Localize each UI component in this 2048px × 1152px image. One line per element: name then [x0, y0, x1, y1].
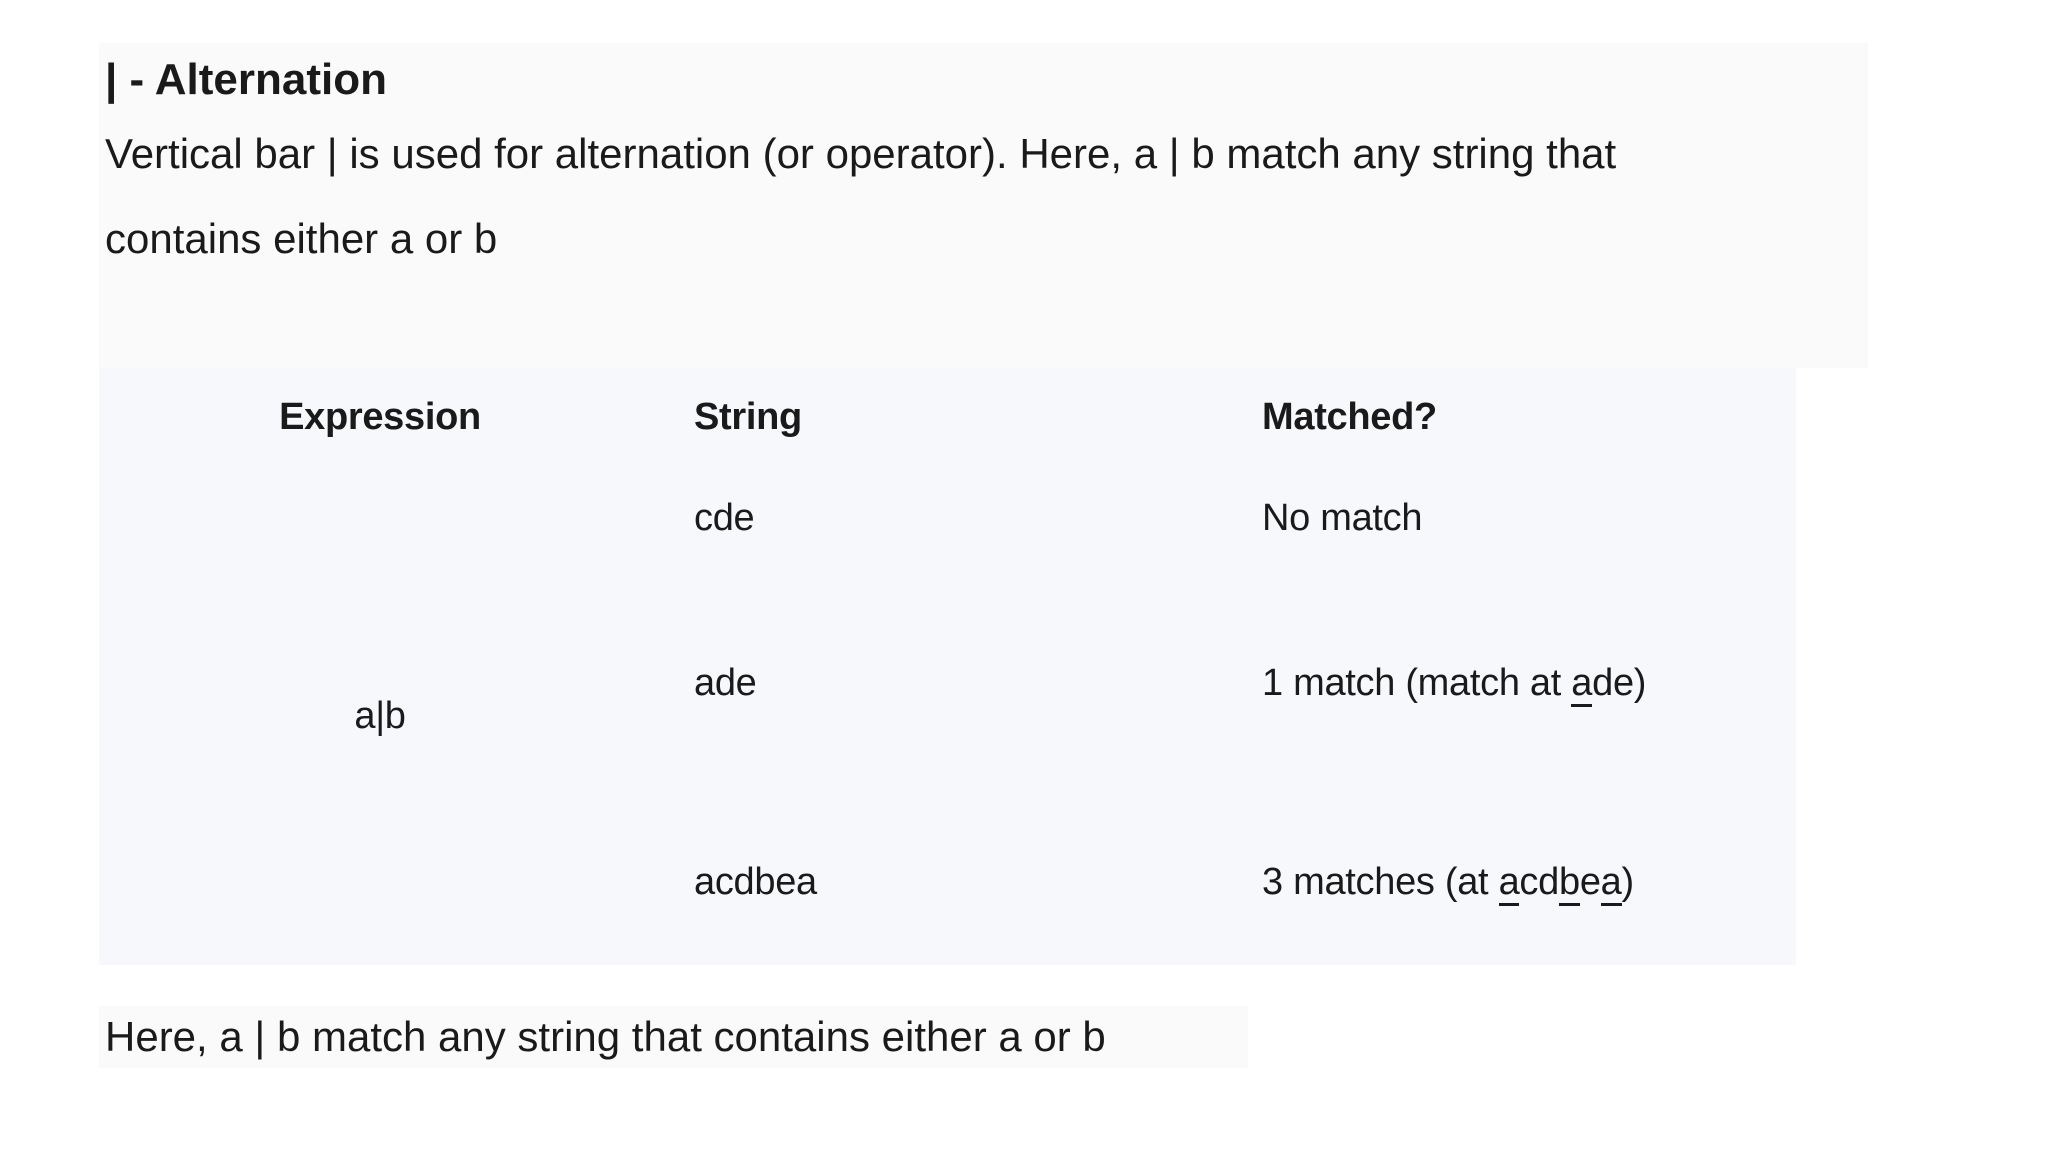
- matched-text-segment: 1 match (match at: [1262, 662, 1572, 704]
- underlined-match-char: a: [1498, 861, 1520, 906]
- string-cell-row-2: ade: [694, 662, 757, 704]
- matched-text-segment: cd: [1519, 861, 1559, 903]
- column-header-matched: Matched?: [1262, 396, 1437, 438]
- regex-example-table: Expression String Matched? a|b cde No ma…: [99, 368, 1796, 965]
- matched-cell-row-3: 3 matches (at acdbea): [1262, 858, 1634, 906]
- matched-cell-row-2: 1 match (match at ade): [1262, 659, 1646, 707]
- footer-text: Here, a | b match any string that contai…: [105, 1013, 1106, 1060]
- matched-text-segment: de): [1592, 662, 1647, 704]
- matched-text-segment: No match: [1262, 497, 1423, 539]
- section-heading: | - Alternation: [105, 55, 388, 104]
- matched-cell-row-1: No match: [1262, 494, 1423, 542]
- intro-paragraph-line-1: Vertical bar | is used for alternation (…: [105, 130, 1617, 177]
- string-cell-row-1: cde: [694, 497, 755, 539]
- underlined-match-char: a: [1600, 861, 1622, 906]
- intro-section: | - Alternation Vertical bar | is used f…: [99, 43, 1868, 368]
- intro-paragraph-line-2: contains either a or b: [105, 215, 498, 262]
- expression-cell: a|b: [354, 695, 406, 737]
- column-header-expression: Expression: [279, 396, 481, 438]
- column-header-string: String: [694, 396, 802, 438]
- matched-text-segment: e: [1579, 861, 1601, 903]
- matched-text-segment: ): [1621, 861, 1635, 903]
- string-cell-row-3: acdbea: [694, 861, 817, 903]
- footer-note: Here, a | b match any string that contai…: [99, 1006, 1248, 1068]
- matched-text-segment: 3 matches (at: [1262, 861, 1499, 903]
- underlined-match-char: a: [1571, 662, 1592, 707]
- underlined-match-char: b: [1558, 861, 1580, 906]
